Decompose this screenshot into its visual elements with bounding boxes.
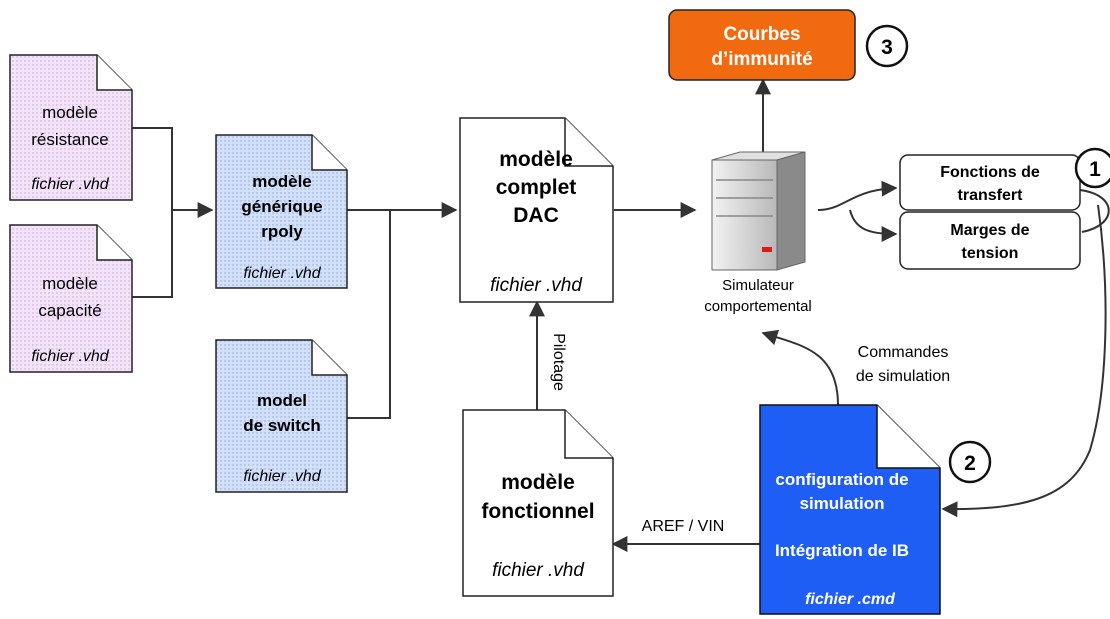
- fonctions-box: Fonctions de transfert: [899, 154, 1081, 211]
- simulator-label-line2: comportemental: [704, 298, 812, 315]
- pilotage-label: Pilotage: [550, 333, 567, 391]
- doc-capacite-file: fichier .vhd: [31, 348, 109, 365]
- doc-config-file: fichier .cmd: [805, 591, 896, 608]
- doc-config: configuration de simulation Intégration …: [759, 404, 941, 615]
- doc-rpoly-file: fichier .vhd: [243, 265, 321, 282]
- fonctions-line2: transfert: [958, 187, 1024, 204]
- marges-line1: Marges de: [950, 222, 1029, 239]
- doc-config-line2: simulation: [799, 494, 884, 513]
- doc-config-line1: configuration de: [775, 470, 908, 489]
- doc-dac: modèle complet DAC fichier .vhd: [459, 117, 614, 303]
- doc-dac-line1: modèle: [499, 148, 573, 171]
- doc-rpoly-line2: générique: [241, 197, 322, 216]
- aref-vin-label: AREF / VIN: [642, 518, 725, 535]
- doc-resistance-file: fichier .vhd: [31, 176, 109, 193]
- doc-capacite-line1: modèle: [42, 274, 98, 293]
- commandes-label-line1: Commandes: [858, 344, 949, 361]
- server-icon: [711, 151, 806, 271]
- doc-switch-file: fichier .vhd: [243, 468, 321, 485]
- connectors: [132, 78, 1110, 552]
- courbes-box: Courbes d’immunité: [668, 9, 856, 81]
- simulator-label-line1: Simulateur: [722, 277, 794, 294]
- step-2-label: 2: [964, 452, 976, 475]
- doc-dac-line3: DAC: [513, 204, 559, 227]
- doc-config-line3: Intégration de IB: [775, 541, 909, 560]
- doc-switch-line2: de switch: [243, 416, 320, 435]
- step-3-label: 3: [881, 36, 893, 59]
- doc-fonctionnel-file: fichier .vhd: [492, 560, 585, 581]
- doc-fonctionnel: modèle fonctionnel fichier .vhd: [462, 409, 614, 597]
- marges-line2: tension: [962, 245, 1019, 262]
- step-1-label: 1: [1089, 158, 1101, 181]
- doc-fonctionnel-line1: modèle: [501, 471, 575, 494]
- courbes-line2: d’immunité: [711, 49, 812, 70]
- doc-rpoly-line3: rpoly: [261, 222, 303, 241]
- doc-rpoly: modèle générique rpoly fichier .vhd: [215, 134, 348, 289]
- step-badge-2: 2: [948, 440, 992, 484]
- doc-rpoly-line1: modèle: [252, 172, 312, 191]
- marges-box: Marges de tension: [899, 211, 1081, 270]
- fonctions-line1: Fonctions de: [940, 164, 1040, 181]
- doc-switch: model de switch fichier .vhd: [215, 339, 348, 493]
- doc-resistance-line2: résistance: [31, 130, 108, 149]
- courbes-line1: Courbes: [723, 24, 800, 45]
- doc-capacite-line2: capacité: [38, 301, 101, 320]
- doc-capacite: modèle capacité fichier .vhd: [9, 224, 133, 373]
- doc-fonctionnel-line2: fonctionnel: [481, 500, 594, 523]
- doc-dac-file: fichier .vhd: [490, 275, 583, 296]
- doc-resistance: modèle résistance fichier .vhd: [9, 54, 133, 201]
- step-badge-1: 1: [1074, 147, 1110, 189]
- step-badge-3: 3: [865, 24, 909, 68]
- doc-dac-line2: complet: [496, 176, 577, 199]
- doc-switch-line1: model: [257, 391, 307, 410]
- commandes-label-line2: de simulation: [856, 368, 950, 385]
- doc-resistance-line1: modèle: [42, 103, 98, 122]
